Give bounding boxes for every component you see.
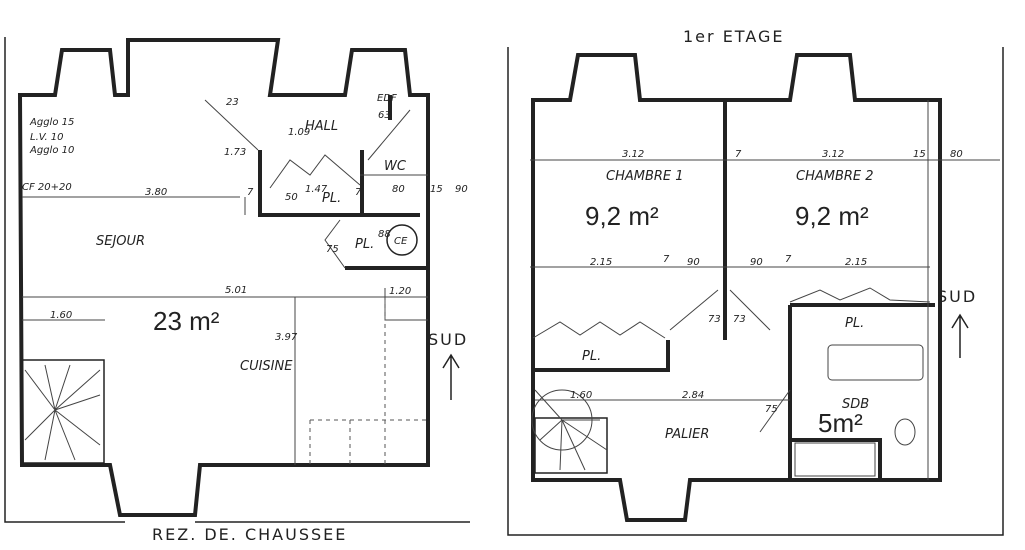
dim: 7 — [785, 254, 792, 265]
door-swings — [204, 99, 411, 269]
interior-walls — [533, 100, 935, 480]
dim: 1.47 — [305, 184, 328, 195]
room-label-ce: CE — [394, 236, 408, 247]
dim: 73 — [733, 314, 746, 325]
toilet — [894, 418, 916, 446]
dim: 1.09 — [288, 127, 310, 138]
dim: 1.73 — [224, 147, 246, 158]
dim: 50 — [285, 192, 298, 203]
area-label: 23 m² — [153, 306, 220, 336]
dim: 75 — [326, 244, 339, 255]
dimension-lines — [22, 174, 428, 465]
area-label-sdb: 5m² — [818, 408, 863, 438]
dim: 1.60 — [570, 390, 592, 401]
dim: 1.60 — [50, 310, 72, 321]
staircase-first — [531, 389, 608, 474]
dim: 80 — [950, 149, 963, 160]
dim: 3.12 — [822, 149, 844, 160]
room-label-pl-2: PL. — [845, 316, 864, 331]
room-label-sejour: SEJOUR — [96, 234, 145, 249]
dim: 90 — [455, 184, 468, 195]
note: Agglo 10 — [29, 145, 74, 156]
sheet-frame — [507, 47, 1004, 536]
hall-partitions — [258, 95, 428, 270]
plan-title: REZ. DE. CHAUSSEE — [152, 525, 347, 544]
exterior-walls — [17, 38, 430, 517]
room-label-wc: WC — [384, 159, 407, 174]
room-label-pl-1: PL. — [322, 191, 341, 206]
dim: 15 — [430, 184, 443, 195]
room-label-chambre-1: CHAMBRE 1 — [606, 169, 684, 184]
exterior-walls — [531, 53, 942, 522]
dim: 90 — [687, 257, 700, 268]
dim: 88 — [378, 229, 391, 240]
north-arrow-icon — [442, 353, 460, 400]
dim: 80 — [392, 184, 405, 195]
dim: 63 — [378, 110, 391, 121]
bathtub — [827, 344, 924, 381]
dim: 2.84 — [682, 390, 704, 401]
note: CF 20+20 — [22, 182, 72, 193]
room-label-chambre-2: CHAMBRE 2 — [796, 169, 874, 184]
north-arrow-icon — [951, 313, 969, 358]
dim: 7 — [735, 149, 742, 160]
dim: 73 — [708, 314, 721, 325]
room-label-hall: HALL — [305, 119, 338, 134]
sheet-frame — [4, 37, 470, 523]
dim: 15 — [913, 149, 926, 160]
dim: 5.01 — [225, 285, 247, 296]
dim: 1.20 — [389, 286, 411, 297]
note: Agglo 15 — [29, 117, 74, 128]
dimension-lines — [530, 100, 1000, 480]
boiler-symbol — [386, 224, 418, 256]
room-label-edf: EDF — [377, 93, 397, 104]
area-label-chambre-1: 9,2 m² — [585, 201, 659, 231]
dim: 7 — [663, 254, 670, 265]
door-swings — [532, 287, 931, 433]
note: L.V. 10 — [30, 132, 64, 143]
dim: 7 — [247, 187, 254, 198]
room-label-palier: PALIER — [665, 427, 709, 442]
dim: 3.80 — [145, 187, 167, 198]
ground-floor-plan: HALL WC EDF SEJOUR CUISINE PL. PL. CE 23… — [4, 37, 470, 544]
sink-counter — [794, 442, 876, 477]
counter-outline — [309, 300, 428, 465]
dim: 3.12 — [622, 149, 644, 160]
dim: 23 — [226, 97, 239, 108]
first-floor-plan: 1er ETAGE CHAMBRE 1 CHAMBRE 2 9,2 m² 9,2… — [507, 27, 1004, 536]
plan-title: 1er ETAGE — [683, 27, 785, 46]
dim: 2.15 — [590, 257, 612, 268]
room-label-pl-1: PL. — [582, 349, 601, 364]
dim: 3.97 — [275, 332, 298, 343]
dim: 90 — [750, 257, 763, 268]
orientation-label: SUD — [428, 330, 468, 349]
room-label-sdb: SDB — [842, 397, 869, 412]
room-label-cuisine: CUISINE — [240, 359, 293, 374]
dim: 7 — [355, 187, 362, 198]
room-label-pl-2: PL. — [355, 237, 374, 252]
dim: 2.15 — [845, 257, 867, 268]
staircase-ground — [21, 359, 105, 464]
dim: 75 — [765, 404, 778, 415]
area-label-chambre-2: 9,2 m² — [795, 201, 869, 231]
orientation-label: SUD — [937, 287, 977, 306]
